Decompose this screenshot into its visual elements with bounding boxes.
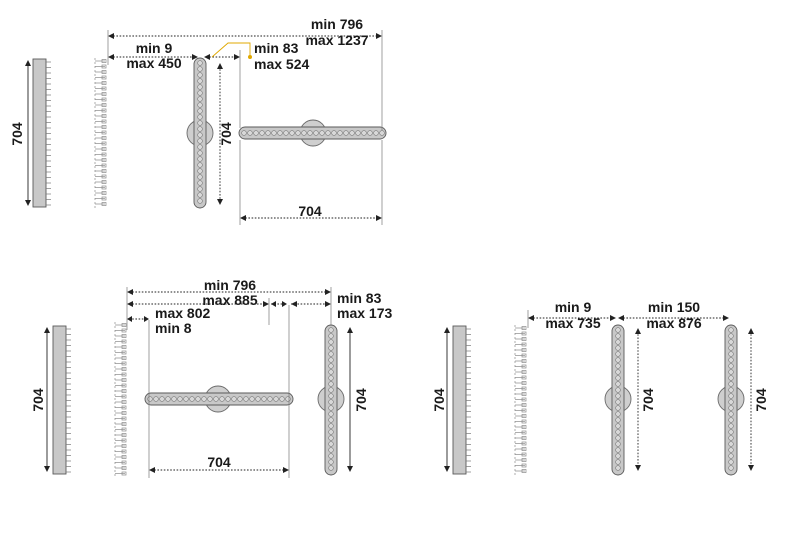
vertical-radiator-1 bbox=[186, 57, 214, 209]
sub-min-label: min 8 bbox=[155, 320, 192, 336]
side-radiator-3 bbox=[452, 325, 471, 475]
wall-bracket-2 bbox=[114, 322, 127, 476]
height-label: 704 bbox=[9, 122, 25, 146]
side-radiator-1 bbox=[32, 58, 51, 208]
vertical-radiator-3a bbox=[604, 324, 632, 476]
gap1-min-label: min 9 bbox=[555, 299, 592, 315]
vertical-radiator-2 bbox=[317, 324, 345, 476]
height-label-2: 704 bbox=[30, 388, 46, 412]
left-min-label: min 9 bbox=[136, 40, 173, 56]
mid-min-label: min 83 bbox=[254, 40, 299, 56]
side-radiator-2 bbox=[52, 325, 71, 475]
horizontal-radiator-2 bbox=[144, 385, 294, 413]
sub-max-label: max 802 bbox=[155, 305, 210, 321]
gap1-max-label: max 735 bbox=[545, 315, 600, 331]
right-height-label-3: 704 bbox=[753, 388, 769, 412]
bottom-label: 704 bbox=[298, 203, 322, 219]
diagram-2: 704 704 704 min 796 max 885 bbox=[30, 277, 392, 478]
diagram-1: 704 704 704 min 796 bbox=[9, 16, 387, 225]
height-label-3: 704 bbox=[431, 388, 447, 412]
top-min-label: min 796 bbox=[311, 16, 363, 32]
left-max-label: max 450 bbox=[126, 55, 181, 71]
right-min-label-2: min 83 bbox=[337, 290, 382, 306]
mid-height-label-3: 704 bbox=[640, 388, 656, 412]
wall-bracket-3 bbox=[514, 325, 527, 476]
leader-line bbox=[211, 42, 251, 58]
mid-max-label: max 524 bbox=[254, 56, 309, 72]
diagram-3: 704 704 704 min 9 max 735 min 150 max 8 bbox=[431, 299, 769, 476]
gap2-min-label: min 150 bbox=[648, 299, 700, 315]
gap2-max-label: max 876 bbox=[646, 315, 701, 331]
vertical-radiator-3b bbox=[717, 324, 745, 476]
horizontal-radiator-1 bbox=[238, 119, 387, 147]
right-max-label-2: max 173 bbox=[337, 305, 392, 321]
wall-bracket-1 bbox=[94, 58, 107, 208]
top-min-label-2: min 796 bbox=[204, 277, 256, 293]
top-max-label-2: max 885 bbox=[202, 292, 257, 308]
right-height-label-2: 704 bbox=[353, 388, 369, 412]
mid-height-label: 704 bbox=[218, 122, 234, 146]
bottom-label-2: 704 bbox=[207, 454, 231, 470]
top-max-label: max 1237 bbox=[305, 32, 368, 48]
